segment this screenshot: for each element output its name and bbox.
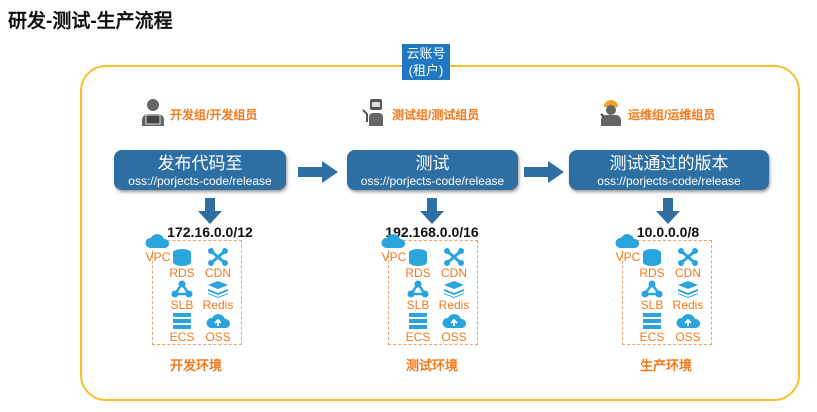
ecs-label: ECS bbox=[639, 330, 665, 344]
cdn-icon bbox=[196, 248, 240, 266]
ecs-service: ECS bbox=[160, 312, 204, 344]
role-header: 运维组/运维组员 bbox=[598, 98, 715, 131]
environment-label: 测试环境 bbox=[405, 358, 458, 373]
rds-service: RDS bbox=[160, 248, 204, 280]
cdn-label: CDN bbox=[205, 266, 231, 280]
oss-service: OSS bbox=[432, 312, 476, 344]
rds-label: RDS bbox=[639, 266, 665, 280]
cdn-label: CDN bbox=[675, 266, 701, 280]
step-box: 测试 oss://porjects-code/release bbox=[347, 150, 518, 190]
step-path: oss://porjects-code/release bbox=[597, 174, 741, 188]
vpc-label: VPC bbox=[615, 250, 641, 264]
role-label: 测试组/测试组员 bbox=[392, 108, 480, 122]
redis-label: Redis bbox=[672, 298, 704, 312]
oss-icon bbox=[432, 312, 476, 330]
oss-label: OSS bbox=[675, 330, 701, 344]
account-label-line2: (租户) bbox=[408, 63, 444, 78]
cidr-label: 172.16.0.0/12 bbox=[167, 224, 253, 240]
ecs-service: ECS bbox=[396, 312, 440, 344]
oss-icon bbox=[196, 312, 240, 330]
redis-service: Redis bbox=[196, 280, 240, 312]
vpc-service: VPC bbox=[136, 232, 180, 264]
step-path: oss://porjects-code/release bbox=[128, 174, 272, 188]
vpc-icon bbox=[136, 232, 180, 250]
step-title: 测试通过的版本 bbox=[609, 154, 729, 173]
step-title: 测试 bbox=[415, 154, 450, 173]
redis-service: Redis bbox=[432, 280, 476, 312]
slb-service: SLB bbox=[160, 280, 204, 312]
cdn-icon bbox=[666, 248, 710, 266]
rds-service: RDS bbox=[630, 248, 674, 280]
role-header: 测试组/测试组员 bbox=[362, 98, 479, 131]
developer-icon bbox=[140, 98, 166, 131]
rds-icon bbox=[396, 248, 440, 266]
cdn-service: CDN bbox=[196, 248, 240, 280]
step-box: 发布代码至 oss://porjects-code/release bbox=[114, 150, 286, 190]
cdn-label: CDN bbox=[441, 266, 467, 280]
slb-label: SLB bbox=[406, 298, 430, 312]
cdn-icon bbox=[432, 248, 476, 266]
oss-service: OSS bbox=[666, 312, 710, 344]
slb-label: SLB bbox=[170, 298, 194, 312]
redis-icon bbox=[196, 280, 240, 298]
role-label: 开发组/开发组员 bbox=[170, 108, 258, 122]
down-arrow-icon bbox=[420, 198, 444, 224]
oss-label: OSS bbox=[441, 330, 467, 344]
cloud-account-label: 云账号 (租户) bbox=[402, 44, 450, 80]
redis-label: Redis bbox=[202, 298, 234, 312]
down-arrow-icon bbox=[656, 198, 680, 224]
oss-service: OSS bbox=[196, 312, 240, 344]
environment-label: 生产环境 bbox=[639, 358, 692, 373]
page-title: 研发-测试-生产流程 bbox=[8, 11, 173, 32]
role-header: 开发组/开发组员 bbox=[140, 98, 257, 131]
vpc-icon bbox=[372, 232, 416, 250]
oss-label: OSS bbox=[205, 330, 231, 344]
ecs-icon bbox=[160, 312, 204, 330]
role-label: 运维组/运维组员 bbox=[628, 108, 716, 122]
step-box: 测试通过的版本 oss://porjects-code/release bbox=[569, 150, 769, 190]
slb-icon bbox=[396, 280, 440, 298]
slb-label: SLB bbox=[640, 298, 664, 312]
redis-service: Redis bbox=[666, 280, 710, 312]
environment-box bbox=[388, 240, 478, 345]
rds-label: RDS bbox=[405, 266, 431, 280]
right-arrow-icon bbox=[524, 161, 564, 183]
cidr-label: 10.0.0.0/8 bbox=[636, 224, 700, 240]
vpc-icon bbox=[606, 232, 650, 250]
slb-icon bbox=[630, 280, 674, 298]
rds-label: RDS bbox=[169, 266, 195, 280]
slb-service: SLB bbox=[396, 280, 440, 312]
cdn-service: CDN bbox=[432, 248, 476, 280]
cidr-label: 192.168.0.0/16 bbox=[385, 224, 479, 240]
ecs-label: ECS bbox=[405, 330, 431, 344]
cdn-service: CDN bbox=[666, 248, 710, 280]
tester-icon bbox=[362, 98, 388, 131]
oss-icon bbox=[666, 312, 710, 330]
rds-icon bbox=[630, 248, 674, 266]
operator-icon bbox=[598, 98, 624, 131]
slb-icon bbox=[160, 280, 204, 298]
step-title: 发布代码至 bbox=[157, 154, 243, 173]
environment-box bbox=[622, 240, 712, 345]
right-arrow-icon bbox=[298, 161, 338, 183]
ecs-service: ECS bbox=[630, 312, 674, 344]
vpc-service: VPC bbox=[606, 232, 650, 264]
redis-label: Redis bbox=[438, 298, 470, 312]
ecs-icon bbox=[396, 312, 440, 330]
redis-icon bbox=[432, 280, 476, 298]
ecs-label: ECS bbox=[169, 330, 195, 344]
environment-label: 开发环境 bbox=[169, 358, 222, 373]
vpc-label: VPC bbox=[145, 250, 171, 264]
environment-box bbox=[152, 240, 242, 345]
step-path: oss://porjects-code/release bbox=[360, 174, 505, 188]
vpc-service: VPC bbox=[372, 232, 416, 264]
slb-service: SLB bbox=[630, 280, 674, 312]
ecs-icon bbox=[630, 312, 674, 330]
redis-icon bbox=[666, 280, 710, 298]
rds-service: RDS bbox=[396, 248, 440, 280]
rds-icon bbox=[160, 248, 204, 266]
account-label-line1: 云账号 bbox=[406, 46, 446, 61]
down-arrow-icon bbox=[198, 198, 222, 224]
vpc-label: VPC bbox=[381, 250, 407, 264]
